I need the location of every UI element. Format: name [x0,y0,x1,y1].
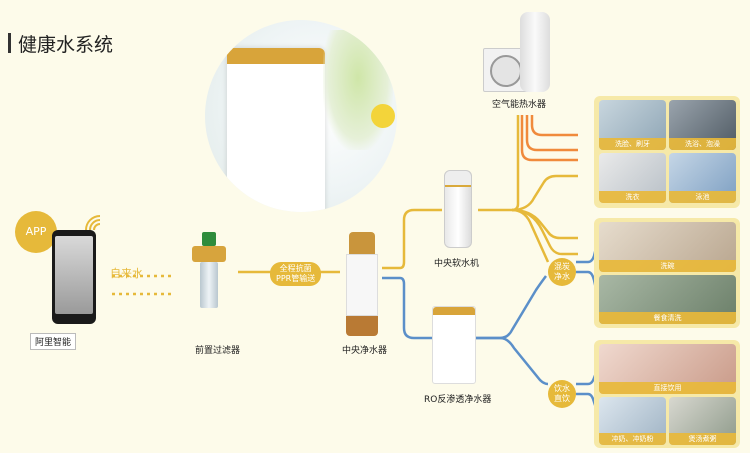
ro-to-drink [476,336,549,386]
softener-label: 中央软水机 [434,259,480,269]
photo-bottom-3: 煲汤煮粥 [669,397,736,445]
hero-lemon [371,104,395,128]
fan-icon [490,55,522,87]
heat-pump-tank [520,12,550,92]
ro-purifier-device [432,306,476,384]
central-purifier-label: 中央净水器 [342,346,388,356]
source-label: 自来水 [110,267,143,280]
pipe-badge-line2: PPR管输送 [276,274,316,283]
hot-line-2 [525,115,578,152]
photo-middle-2-caption: 餐食清洗 [599,312,736,324]
phone [52,230,96,324]
photo-middle-1-caption: 洗碗 [599,260,736,272]
central-purifier-device [346,232,378,336]
drink-junction-line2: 直饮 [554,394,570,403]
photo-top-2: 洗浴、泡澡 [669,100,736,150]
heat-pump-label: 空气能热水器 [492,100,547,110]
softener-device [444,170,472,248]
mix-junction-line2: 净水 [554,272,570,281]
drink-junction: 饮水直饮 [548,380,576,408]
photo-middle-2: 餐食清洗 [599,275,736,324]
pipe-badge: 全程抗菌 PPR管输送 [270,262,322,286]
drink-junction-line1: 饮水 [554,384,570,393]
mix-junction: 混炭净水 [548,258,576,286]
drink-to-photo-2 [576,392,600,415]
hot-line-1 [520,115,578,162]
photo-top-2-caption: 洗浴、泡澡 [669,138,736,150]
photo-top-1-caption: 洗脸、刷牙 [599,138,666,150]
ro-purifier-label: RO反渗透净水器 [424,395,492,405]
photo-top-3: 洗衣 [599,153,666,203]
app-badge: APP [15,211,57,253]
hero-product-circle [205,20,397,212]
app-label: 阿里智能 [30,333,77,350]
soft-line-3 [511,208,578,256]
photo-bottom-2-caption: 冲奶、冲奶粉 [599,433,666,445]
photo-bottom-1-caption: 直接饮用 [599,382,736,394]
photo-top-4-caption: 泳池 [669,191,736,203]
photo-top-3-caption: 洗衣 [599,191,666,203]
photo-bottom-3-caption: 煲汤煮粥 [669,433,736,445]
photo-top-4: 泳池 [669,153,736,203]
pipe-badge-line1: 全程抗菌 [279,264,312,273]
soft-to-mix [511,208,550,263]
prefilter-label: 前置过滤器 [195,346,241,356]
page-title: 健康水系统 [18,34,114,56]
hero-vegetable-splash [323,30,393,150]
photo-middle-1: 洗碗 [599,222,736,272]
line-to-ro [382,276,432,340]
title-accent-bar [8,33,11,53]
prefilter-device [192,232,226,312]
mix-to-photo-2 [576,270,600,299]
photo-bottom-1: 直接饮用 [599,344,736,394]
line-softener-to-heatpump [478,115,520,212]
mix-junction-line1: 混炭 [554,262,570,271]
mix-to-photo-1 [576,239,600,264]
soft-line-1 [511,174,578,212]
hot-line-3 [530,115,578,137]
photo-bottom-2: 冲奶、冲奶粉 [599,397,666,445]
wifi-icon [85,215,101,231]
photo-top-1: 洗脸、刷牙 [599,100,666,150]
phone-screen [55,236,93,314]
hero-purifier-body [227,48,325,212]
ro-to-mix [476,275,548,340]
line-to-softener [382,208,442,270]
drink-to-photo-1 [576,367,600,386]
